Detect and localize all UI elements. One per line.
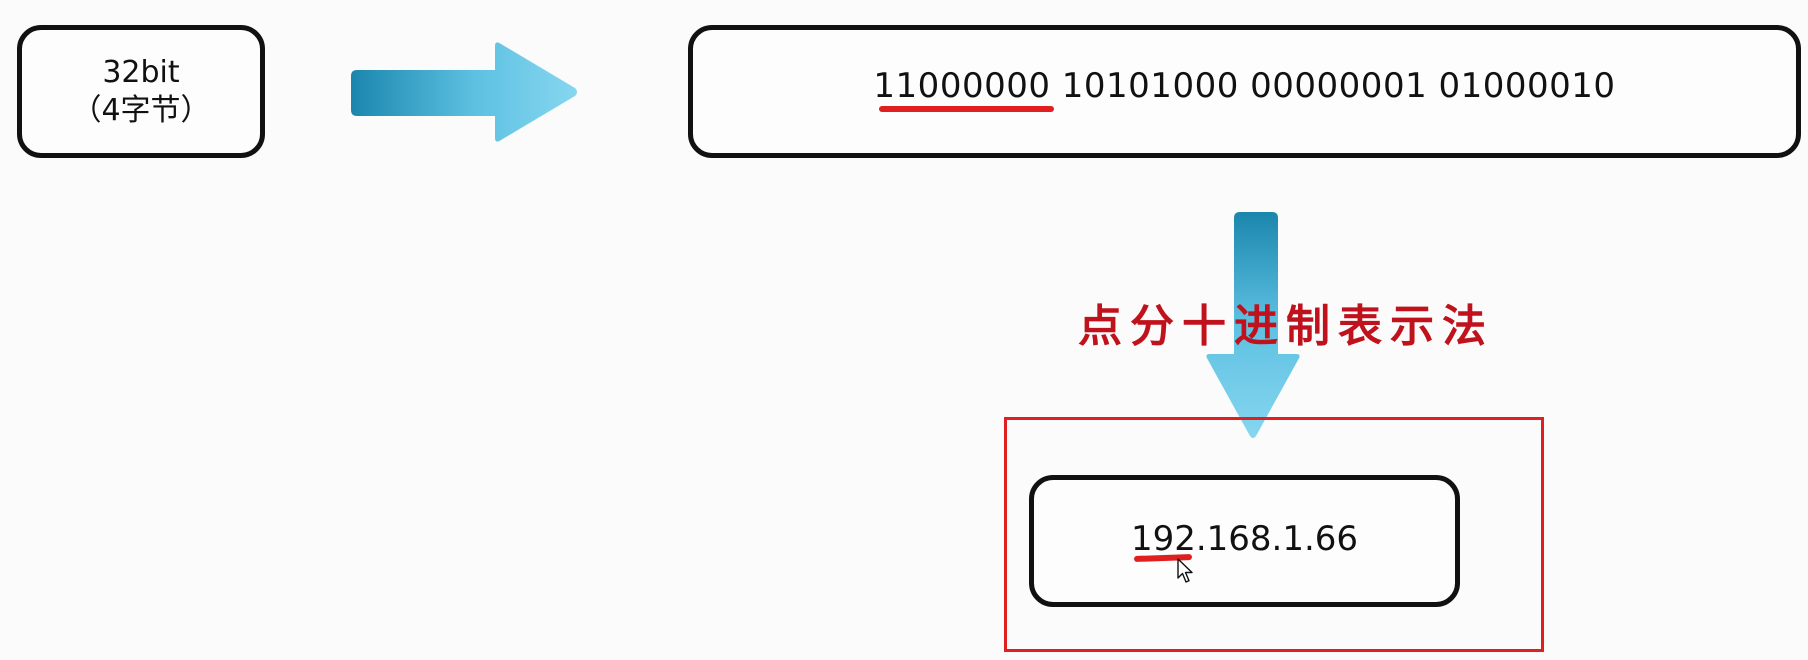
down-arrow-icon xyxy=(1206,212,1300,438)
binary-address-text: 11000000 10101000 00000001 01000010 xyxy=(873,65,1616,106)
highlight-frame xyxy=(1004,417,1544,652)
bit-size-label: 32bit xyxy=(102,54,180,90)
notation-method-label: 点分十进制表示法 xyxy=(1078,301,1494,352)
mouse-cursor-icon xyxy=(1177,558,1193,583)
decimal-address-text: 192.168.1.66 xyxy=(1130,519,1359,559)
right-arrow-icon xyxy=(351,42,577,142)
decimal-address-box: 192.168.1.66 xyxy=(1029,475,1460,607)
first-octet-underline xyxy=(879,106,1054,112)
bit-size-box: 32bit （4字节） xyxy=(17,25,265,158)
binary-address-box: 11000000 10101000 00000001 01000010 xyxy=(688,25,1801,158)
byte-size-label: （4字节） xyxy=(71,92,211,128)
